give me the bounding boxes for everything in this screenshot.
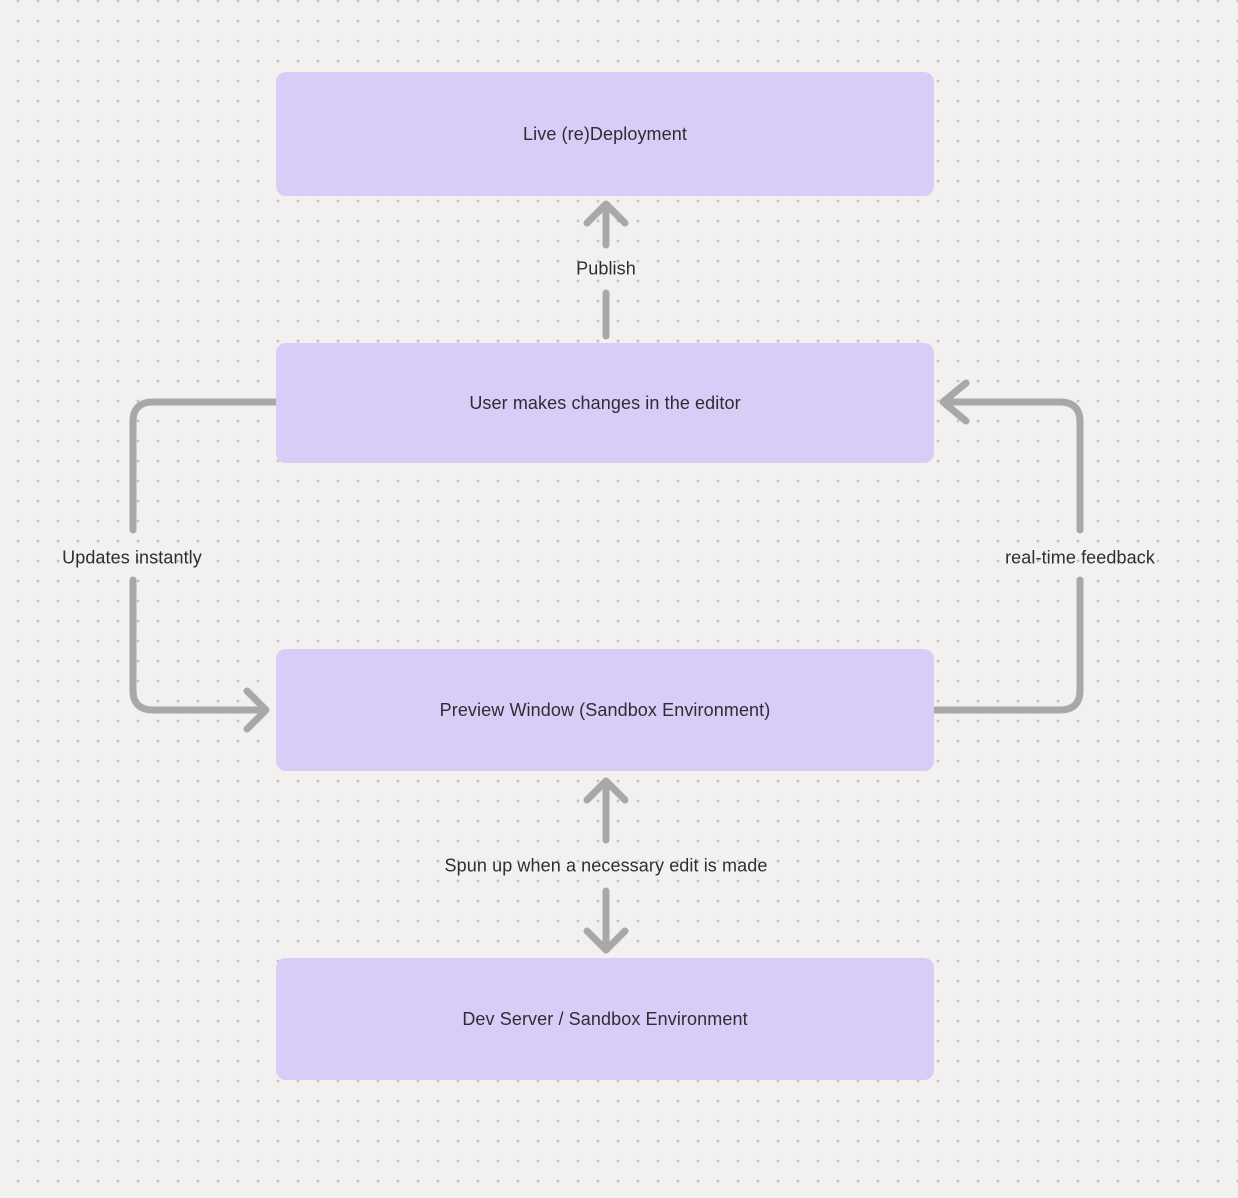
edge-label-realtime-feedback: real-time feedback — [1005, 547, 1155, 568]
realtime-feedback-arrow — [930, 379, 1084, 714]
node-dev-server-label: Dev Server / Sandbox Environment — [462, 1008, 748, 1029]
node-live-deployment: Live (re)Deployment — [276, 72, 934, 196]
node-user-editor: User makes changes in the editor — [276, 343, 934, 463]
edge-label-spun-up: Spun up when a necessary edit is made — [444, 855, 768, 876]
publish-arrow — [583, 200, 629, 340]
node-preview-window: Preview Window (Sandbox Environment) — [276, 649, 934, 771]
spun-up-arrow-up — [583, 777, 629, 844]
edge-label-publish: Publish — [576, 258, 636, 279]
updates-instantly-arrow — [129, 398, 280, 733]
node-preview-window-label: Preview Window (Sandbox Environment) — [439, 699, 771, 720]
spun-up-arrow-down — [583, 887, 629, 954]
node-live-deployment-label: Live (re)Deployment — [523, 123, 687, 144]
node-dev-server: Dev Server / Sandbox Environment — [276, 958, 934, 1080]
node-user-editor-label: User makes changes in the editor — [469, 392, 741, 413]
edge-label-updates-instantly: Updates instantly — [62, 547, 202, 568]
